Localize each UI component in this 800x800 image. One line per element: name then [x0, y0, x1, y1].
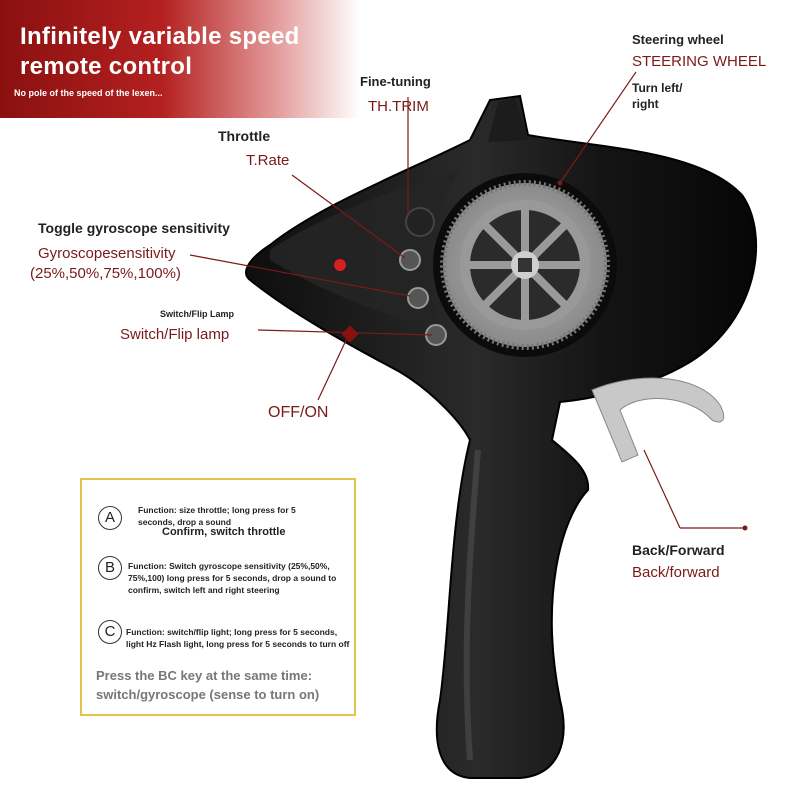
grip-highlight — [463, 449, 481, 761]
function-b-text: Function: Switch gyroscope sensitivity (… — [128, 561, 337, 595]
key-a-badge: A — [98, 506, 122, 530]
throttle-trigger — [591, 377, 725, 463]
function-info-box: A Function: size throttle; long press fo… — [80, 478, 356, 716]
fine-tuning-value: TH.TRIM — [368, 98, 429, 115]
banner-title: Infinitely variable speed remote control — [20, 23, 300, 80]
switch-title: Switch/Flip Lamp — [160, 309, 235, 319]
bc-key-note: Press the BC key at the same time: switc… — [96, 668, 320, 702]
throttle-title: Throttle — [218, 128, 271, 144]
steering-value: STEERING WHEEL — [632, 53, 767, 70]
function-a-text: Function: size throttle; long press for … — [138, 505, 296, 527]
steering-wheel-graphic — [433, 173, 617, 357]
led-indicator — [334, 259, 346, 271]
button-b — [407, 287, 429, 309]
back-forward-value: Back/forward — [632, 564, 720, 581]
steering-desc: Turn left/ right — [632, 81, 683, 111]
switch-value: Switch/Flip lamp — [120, 326, 230, 343]
gyro-title: Toggle gyroscope sensitivity — [38, 220, 230, 236]
power-switch — [341, 325, 359, 343]
key-b-badge: B — [98, 556, 122, 580]
button-a — [399, 249, 421, 271]
fine-tuning-title: Fine-tuning — [360, 74, 431, 89]
function-c-text: Function: switch/flip light; long press … — [126, 627, 350, 649]
throttle-value: T.Rate — [246, 152, 290, 169]
th-trim-knob — [405, 207, 435, 237]
back-forward-title: Back/Forward — [632, 542, 725, 558]
steering-title: Steering wheel — [632, 32, 724, 47]
title-banner: Infinitely variable speed remote control… — [0, 0, 360, 118]
power-label: OFF/ON — [268, 404, 329, 421]
key-c-badge: C — [98, 620, 122, 644]
gyro-value: Gyroscopesensitivity — [38, 245, 176, 262]
gyro-options: (25%,50%,75%,100%) — [30, 265, 181, 282]
function-a-strong: Confirm, switch throttle — [162, 526, 286, 538]
banner-subtitle: No pole of the speed of the lexen... — [14, 88, 163, 98]
antenna-fin — [488, 98, 528, 142]
